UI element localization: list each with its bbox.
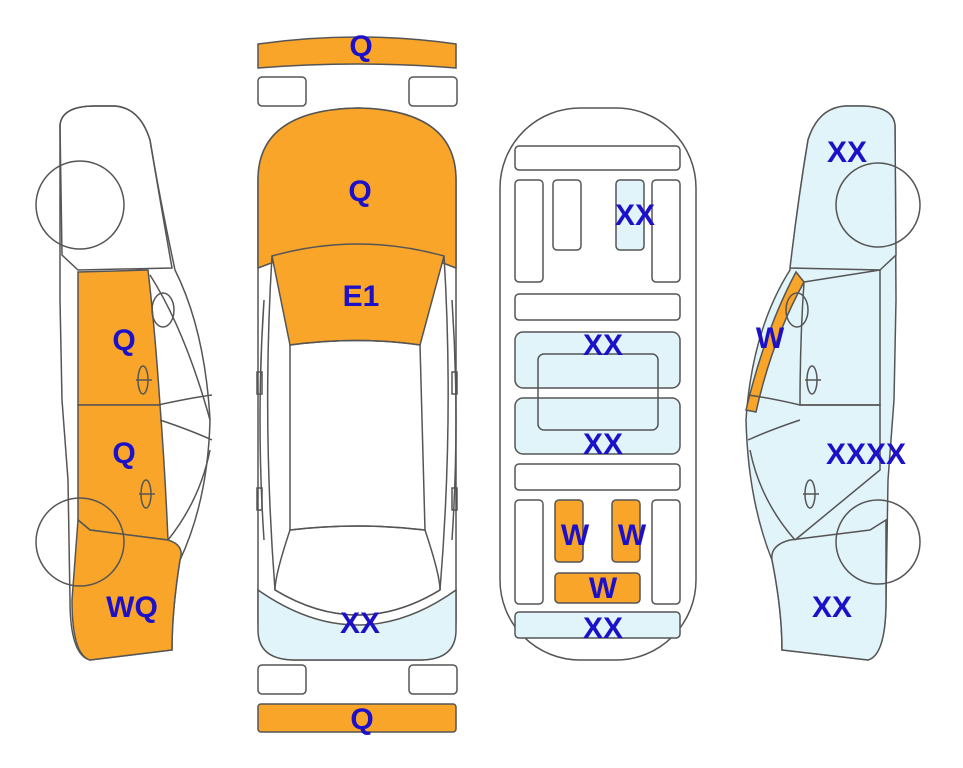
left-side-window [149, 274, 211, 421]
underbody-rear-left-label: W [561, 519, 590, 552]
underbody-rear-right[interactable] [611, 499, 641, 563]
right-side-rear-door-line [794, 404, 881, 541]
top-left-handle [256, 487, 263, 511]
top-rear-left-light [257, 664, 307, 695]
underbody-front-left-rail [514, 179, 544, 283]
left-side-front-door-handle [136, 365, 152, 395]
underbody-outline [499, 107, 697, 661]
right-side-rear-quarter[interactable] [771, 518, 887, 661]
underbody-middle-upper[interactable] [514, 331, 681, 389]
underbody-front-right-rail [651, 179, 681, 283]
underbody-rear-left[interactable] [554, 499, 584, 563]
right-side-front-door-handle [805, 365, 821, 395]
top-rear-panel-edge [274, 589, 441, 616]
right-side-view: XX W XXXX XX [745, 105, 921, 661]
underbody-middle-lower-label: XX [583, 428, 623, 461]
underbody-middle-upper-label: XX [583, 329, 623, 362]
right-side-front-fender-label: XX [827, 136, 867, 169]
right-side-rear-door-handle [803, 479, 819, 509]
underbody-rear-right-label: W [618, 519, 647, 552]
right-side-mirror [785, 292, 809, 328]
top-rear-panel[interactable] [257, 588, 457, 661]
top-left-side-line [266, 255, 276, 591]
top-rear-bumper[interactable] [257, 703, 457, 733]
top-rear-window [274, 525, 441, 616]
top-front-right-headlight [408, 76, 458, 107]
underbody-rear-strip [514, 463, 681, 491]
right-side-rear-window [749, 449, 796, 541]
right-side-front-fender[interactable] [789, 105, 897, 271]
left-side-mirror [151, 292, 175, 328]
top-rear-panel-label: XX [340, 607, 380, 640]
right-side-a-pillar-label: W [756, 322, 785, 355]
top-front-left-headlight [257, 76, 307, 107]
left-side-front-door-label: Q [112, 324, 135, 357]
left-side-window-line-2 [159, 419, 213, 441]
top-right-side-line [439, 255, 449, 591]
right-side-front-wheel [835, 162, 921, 248]
underbody-front-left-slot [552, 179, 582, 251]
right-side-body-label: XXXX [826, 438, 906, 471]
left-side-rear-wheel [35, 497, 125, 587]
top-view: Q Q E1 XX Q [256, 30, 458, 736]
right-side-rear-quarter-label: XX [812, 591, 852, 624]
top-windshield-label: E1 [343, 280, 380, 313]
left-side-view: Q Q WQ [35, 105, 213, 661]
top-roof [289, 339, 426, 531]
underbody-front-slot[interactable] [615, 179, 645, 251]
underbody-view: XX XX XX W W W XX [499, 107, 697, 661]
top-hood-label: Q [348, 175, 371, 208]
right-side-rear-wheel [835, 499, 921, 585]
top-rear-bumper-label: Q [350, 703, 373, 736]
left-side-rear-quarter[interactable] [71, 518, 182, 661]
underbody-rear-strip-label: XX [583, 612, 623, 645]
underbody-middle-lower[interactable] [514, 397, 681, 455]
left-side-rear-window [167, 449, 211, 541]
left-side-rear-door-handle [139, 479, 155, 509]
underbody-mid-strip [514, 293, 681, 321]
left-side-rear-quarter-label: WQ [106, 591, 158, 624]
right-side-a-pillar[interactable] [745, 270, 805, 413]
underbody-center-plate [537, 353, 659, 431]
top-rear-right-light [408, 664, 458, 695]
underbody-front-strip [514, 145, 681, 171]
right-side-window-line [747, 394, 801, 406]
top-right-mirror [451, 371, 458, 395]
left-side-front-wheel [35, 160, 125, 250]
underbody-rear-center[interactable] [554, 572, 641, 604]
left-side-front-fender [59, 105, 173, 271]
top-right-handle [451, 487, 458, 511]
left-side-rear-door-label: Q [112, 437, 135, 470]
underbody-rear-center-label: W [589, 572, 618, 605]
right-side-window-line-2 [747, 419, 801, 441]
top-left-mirror [256, 371, 263, 395]
top-front-bumper-label: Q [349, 30, 372, 63]
underbody-rear-left-rail [514, 499, 544, 605]
top-front-bumper[interactable] [257, 36, 457, 69]
underbody-rear-right-rail [651, 499, 681, 605]
left-side-window-line [157, 394, 213, 406]
underbody-front-slot-label: XX [615, 199, 655, 232]
underbody-rear-strip-bottom[interactable] [514, 611, 681, 639]
left-side-rear-door[interactable] [77, 404, 169, 541]
